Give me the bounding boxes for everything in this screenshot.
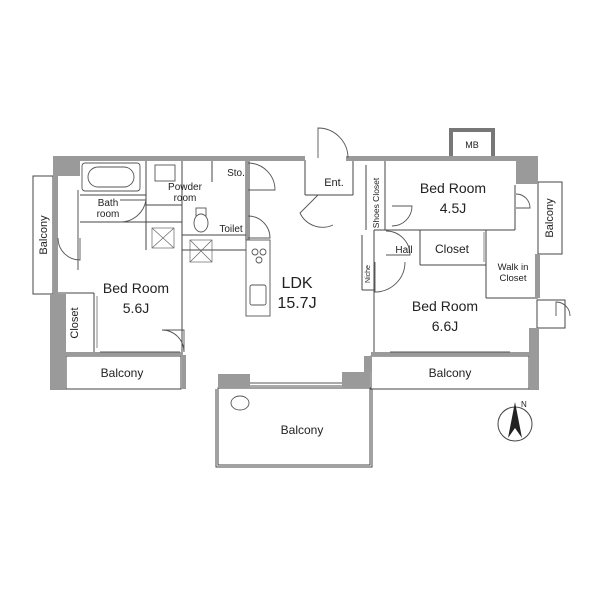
structural-walls xyxy=(50,156,540,390)
toilet-fixture xyxy=(193,207,209,233)
balcony-south-label: Balcony xyxy=(281,423,324,437)
bedroom-sw-name: Bed Room xyxy=(103,280,169,296)
closet-rails xyxy=(96,232,485,348)
ldk-size: 15.7J xyxy=(277,295,316,312)
doors xyxy=(57,127,571,353)
powder-room-label: Powder xyxy=(168,182,203,193)
bath-room-label: Bath xyxy=(98,198,119,209)
compass-icon: N xyxy=(497,400,533,442)
niche-label: Niche xyxy=(365,265,372,283)
balcony-small-east xyxy=(536,299,566,329)
interior-walls xyxy=(55,160,539,356)
closet-mid-label: Closet xyxy=(435,242,470,256)
bedroom-sw-size: 5.6J xyxy=(123,300,149,316)
washbasin xyxy=(154,164,176,182)
entrance-label: Ent. xyxy=(324,177,344,189)
bath-room-label-2: room xyxy=(97,209,120,220)
balcony-south-east xyxy=(370,355,530,390)
kitchen-counter xyxy=(245,239,271,317)
bathtub xyxy=(81,162,141,192)
shoes-closet-label: Shoes Closet xyxy=(371,177,381,228)
toilet-label: Toilet xyxy=(219,224,243,235)
bedroom-ne-size: 4.5J xyxy=(440,200,466,216)
balcony-west-label: Balcony xyxy=(38,215,50,255)
bedroom-ne-name: Bed Room xyxy=(420,180,486,196)
bedroom-e-name: Bed Room xyxy=(412,298,478,314)
balcony-south-west-label: Balcony xyxy=(101,366,144,380)
walkin-closet-label: Walk in xyxy=(498,262,529,273)
balcony-east xyxy=(537,181,563,255)
windows xyxy=(77,190,510,387)
powder-room-label-2: room xyxy=(174,193,197,204)
balcony-sink xyxy=(230,395,250,411)
bedroom-e-size: 6.6J xyxy=(432,318,458,334)
mb-label: MB xyxy=(465,140,479,150)
hall-label: Hall xyxy=(395,245,412,256)
sto-label: Sto. xyxy=(227,168,245,179)
walkin-closet-label-2: Closet xyxy=(500,273,527,284)
balcony-south-east-label: Balcony xyxy=(429,366,472,380)
closet-west-label: Closet xyxy=(69,307,81,338)
shower-drain xyxy=(151,227,213,263)
compass-label: N xyxy=(521,400,527,409)
ldk-name: LDK xyxy=(281,275,312,292)
balcony-east-label: Balcony xyxy=(544,198,556,238)
